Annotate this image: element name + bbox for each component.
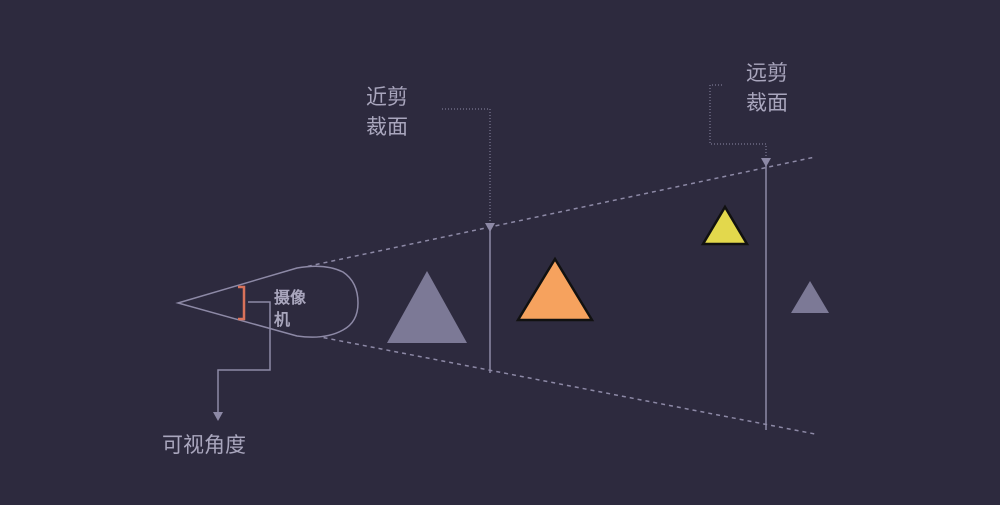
frustum-top-edge [299, 156, 816, 269]
near-plane-callout-line [442, 108, 491, 222]
near-plane-label-line2: 裁面 [366, 115, 408, 139]
fov-callout-line [217, 301, 271, 414]
fov-bracket [238, 285, 246, 321]
far-plane-label-line1: 远剪 [746, 61, 788, 85]
triangle-orange [515, 256, 595, 322]
triangle-yellow [700, 204, 750, 246]
camera-label-line2: 机 [274, 310, 290, 329]
near-plane-arrow [485, 223, 495, 232]
triangle-gray-large [387, 271, 467, 343]
near-plane-label-line1: 近剪 [366, 85, 408, 109]
frustum-bottom-edge [299, 332, 816, 435]
far-plane-arrow [761, 158, 771, 167]
fov-callout-arrow [213, 412, 223, 421]
far-plane-label-line2: 裁面 [746, 91, 788, 115]
fov-label: 可视角度 [162, 433, 246, 457]
triangle-gray-small [791, 281, 829, 313]
camera-label-line1: 摄像 [274, 288, 307, 307]
